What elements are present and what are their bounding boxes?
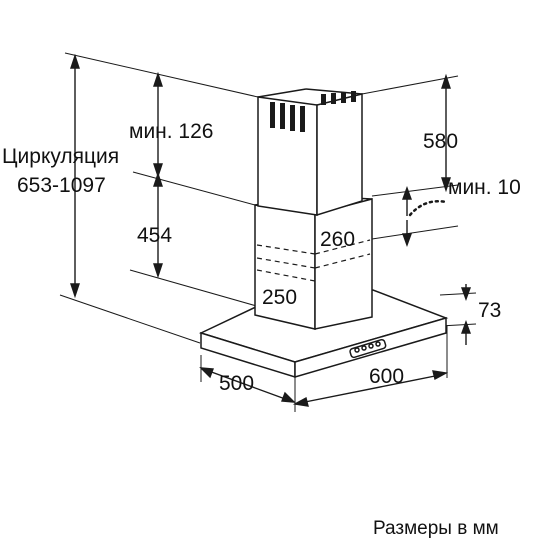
circulation-range: 653-1097 bbox=[17, 174, 106, 197]
vent-slots bbox=[270, 91, 356, 132]
dim-500: 500 bbox=[219, 372, 254, 395]
dim-600: 600 bbox=[369, 365, 404, 388]
dim-454: 454 bbox=[137, 224, 172, 247]
units-footer: Размеры в мм bbox=[373, 518, 499, 539]
lower-chimney bbox=[254, 195, 373, 330]
extension-lines bbox=[59, 52, 477, 412]
dim-580: 580 bbox=[423, 130, 458, 153]
dim-min-10: мин. 10 bbox=[448, 176, 521, 199]
min-10-leader bbox=[408, 200, 448, 217]
dim-250: 250 bbox=[262, 286, 297, 309]
dim-260: 260 bbox=[320, 228, 355, 251]
control-panel bbox=[349, 338, 387, 359]
dim-min-126: мин. 126 bbox=[129, 120, 213, 143]
upper-chimney bbox=[257, 88, 363, 217]
circulation-title: Циркуляция bbox=[2, 145, 119, 168]
dim-73: 73 bbox=[478, 299, 501, 322]
